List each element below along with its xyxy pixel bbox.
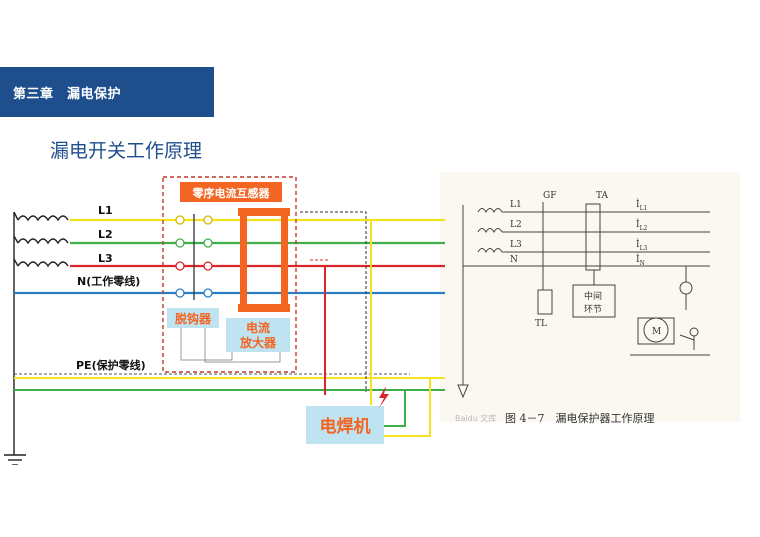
watermark: Baidu 文库 bbox=[455, 414, 497, 423]
ref-label-mid1: 中间 bbox=[584, 290, 602, 302]
label-l1: L1 bbox=[98, 204, 113, 217]
ref-current-3: İL3 bbox=[636, 238, 648, 252]
figure-caption: 图 4－7 漏电保护器工作原理 bbox=[505, 412, 655, 425]
sensor-label: 零序电流互感器 bbox=[192, 186, 271, 200]
amplifier-box bbox=[226, 318, 290, 352]
ref-label-ta: TA bbox=[596, 191, 609, 201]
switch-contacts bbox=[175, 214, 213, 300]
chapter-header: 第三章 漏电保护 bbox=[0, 67, 214, 117]
label-n: N(工作零线) bbox=[77, 274, 140, 288]
ref-label-l1: L1 bbox=[510, 200, 522, 210]
protector-boundary bbox=[162, 176, 297, 373]
ref-label-l3: L3 bbox=[510, 240, 522, 250]
amplifier-label-2: 放大器 bbox=[239, 335, 277, 350]
ground-symbol bbox=[4, 454, 26, 465]
ref-current-4: İN bbox=[636, 253, 645, 267]
trip-device-label: 脱钩器 bbox=[175, 311, 212, 326]
reference-figure bbox=[457, 202, 710, 399]
sensor-label-box bbox=[180, 182, 282, 202]
label-l2: L2 bbox=[98, 228, 113, 241]
transformer-coils bbox=[13, 211, 69, 455]
ref-label-mid2: 环节 bbox=[584, 304, 602, 315]
welder-feeds bbox=[300, 211, 431, 437]
lightning-icon bbox=[379, 386, 389, 408]
trip-device-box bbox=[167, 308, 219, 328]
ref-label-l2: L2 bbox=[510, 220, 522, 230]
zero-sequence-ct bbox=[238, 208, 290, 312]
label-pe: PE(保护零线) bbox=[76, 358, 146, 372]
figure-background bbox=[440, 172, 740, 422]
slide-title: 漏电开关工作原理 bbox=[50, 140, 203, 162]
ref-label-gf: GF bbox=[543, 191, 556, 201]
ref-current-2: İL2 bbox=[636, 218, 648, 232]
control-wiring bbox=[180, 328, 281, 363]
chapter-title: 第三章 漏电保护 bbox=[13, 87, 122, 102]
ref-label-n: N bbox=[510, 255, 518, 265]
amplifier-label-1: 电流 bbox=[246, 320, 270, 335]
welder-box bbox=[306, 406, 384, 444]
label-l3: L3 bbox=[98, 252, 113, 265]
ref-label-motor: M bbox=[652, 327, 661, 337]
ref-current-1: İL1 bbox=[636, 198, 647, 212]
ref-label-tl: TL bbox=[535, 319, 547, 329]
welder-label: 电焊机 bbox=[320, 416, 371, 437]
reference-figure-labels: GF TA L1 L2 L3 N TL 中间 环节 M İL1 İL2 İL3 … bbox=[510, 191, 661, 337]
leakage-switch-diagram: L1 L2 L3 N(工作零线) PE(保护零线) 零序电流互感器 脱钩器 电流… bbox=[4, 176, 710, 465]
